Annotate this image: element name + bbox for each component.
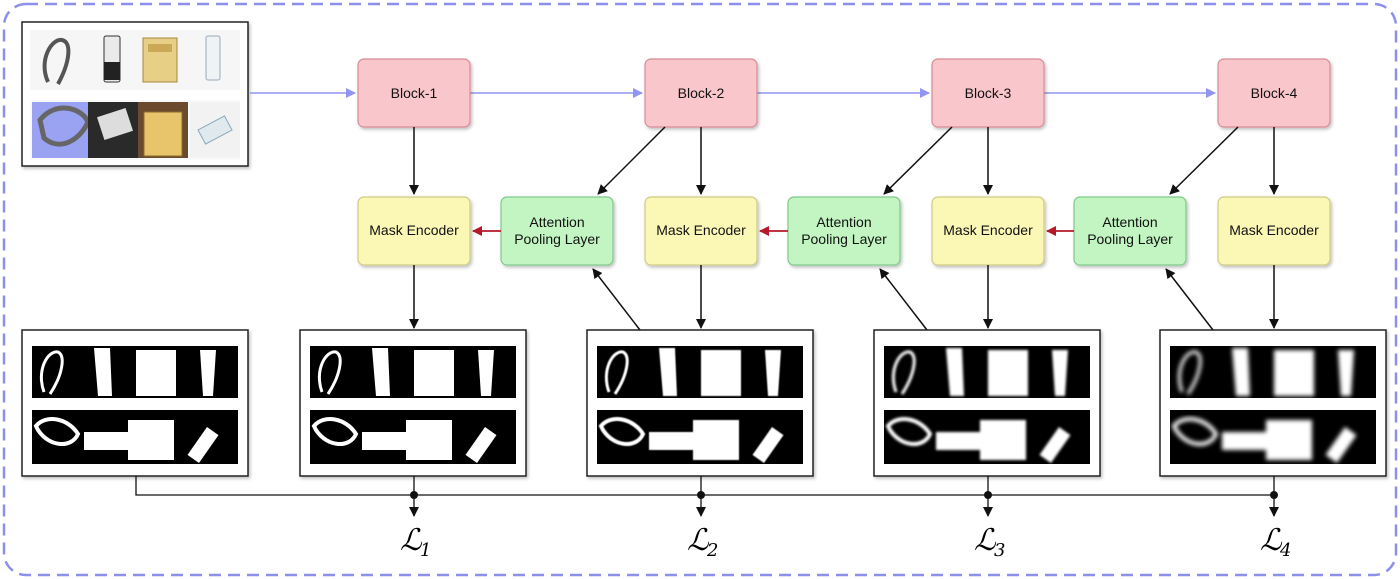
mask-row-bottom <box>1170 410 1376 464</box>
loss-symbol: ℒ <box>687 523 710 558</box>
pooling-label-line1: Attention <box>1102 214 1157 230</box>
mask-row-top <box>310 346 516 398</box>
loss-label-2: ℒ 2 <box>687 523 718 561</box>
ground-truth-mask-panel <box>21 329 249 477</box>
mask-encoder-4: Mask Encoder <box>1217 196 1331 266</box>
predicted-mask-panel-2 <box>586 329 814 477</box>
loss-connector-1 <box>409 476 419 517</box>
pooling-label-line1: Attention <box>529 214 584 230</box>
pooling-label-line1: Attention <box>816 214 871 230</box>
mask-row-bottom <box>884 410 1090 464</box>
arrow-block-to-pooling <box>1169 126 1239 195</box>
loss-symbol: ℒ <box>1260 523 1283 558</box>
arrow-mask-to-pooling <box>592 268 641 331</box>
loss-connector-2 <box>696 476 706 517</box>
attention-pooling-3: Attention Pooling Layer <box>1073 196 1187 266</box>
mask-encoder-1: Mask Encoder <box>357 196 471 266</box>
arrow-mask-to-pooling <box>1165 268 1214 331</box>
pooling-label-line2: Pooling Layer <box>1087 231 1173 247</box>
arrow-block-to-pooling <box>597 126 666 195</box>
loss-label-1: ℒ 1 <box>400 523 431 561</box>
mask-row-top <box>1170 346 1376 398</box>
attention-pooling-1: Attention Pooling Layer <box>500 196 614 266</box>
arrow-block-to-pooling <box>883 126 953 195</box>
mask-encoder-label: Mask Encoder <box>369 222 459 238</box>
loss-connector-3 <box>983 476 993 517</box>
loss-subscript: 3 <box>994 540 1005 561</box>
loss-subscript: 2 <box>706 540 718 561</box>
loss-subscript: 1 <box>420 540 431 561</box>
loss-label-4: ℒ 4 <box>1260 523 1291 561</box>
mask-row-top <box>884 346 1090 398</box>
arrow-mask-to-pooling <box>879 268 928 331</box>
mask-encoder-2: Mask Encoder <box>644 196 758 266</box>
product-photos-row <box>30 30 240 90</box>
block-label: Block-4 <box>1251 85 1298 101</box>
mask-encoder-label: Mask Encoder <box>943 222 1033 238</box>
mask-row-bottom <box>310 410 516 464</box>
block-1: Block-1 <box>357 58 471 128</box>
loss-connector-4 <box>1269 476 1279 517</box>
pooling-label-line2: Pooling Layer <box>514 231 600 247</box>
predicted-mask-panel-4 <box>1159 329 1387 477</box>
mask-encoder-label: Mask Encoder <box>1229 222 1319 238</box>
loss-bus-line <box>135 476 1274 496</box>
pooling-label-line2: Pooling Layer <box>801 231 887 247</box>
mask-row-top <box>32 346 238 398</box>
input-images-panel <box>21 21 249 167</box>
mask-row-bottom <box>32 410 238 464</box>
loss-symbol: ℒ <box>400 523 423 558</box>
block-label: Block-2 <box>678 85 725 101</box>
loss-symbol: ℒ <box>974 523 997 558</box>
augmented-photos-row <box>30 100 240 160</box>
block-3: Block-3 <box>931 58 1045 128</box>
block-label: Block-3 <box>965 85 1012 101</box>
mask-row-bottom <box>597 410 803 464</box>
predicted-mask-panel-3 <box>873 329 1101 477</box>
mask-encoder-3: Mask Encoder <box>931 196 1045 266</box>
loss-subscript: 4 <box>1279 540 1291 561</box>
block-label: Block-1 <box>391 85 438 101</box>
predicted-mask-panel-1 <box>299 329 527 477</box>
attention-pooling-2: Attention Pooling Layer <box>787 196 901 266</box>
loss-label-3: ℒ 3 <box>974 523 1005 561</box>
mask-encoder-label: Mask Encoder <box>656 222 746 238</box>
block-2: Block-2 <box>644 58 758 128</box>
block-4: Block-4 <box>1217 58 1331 128</box>
mask-row-top <box>597 346 803 398</box>
